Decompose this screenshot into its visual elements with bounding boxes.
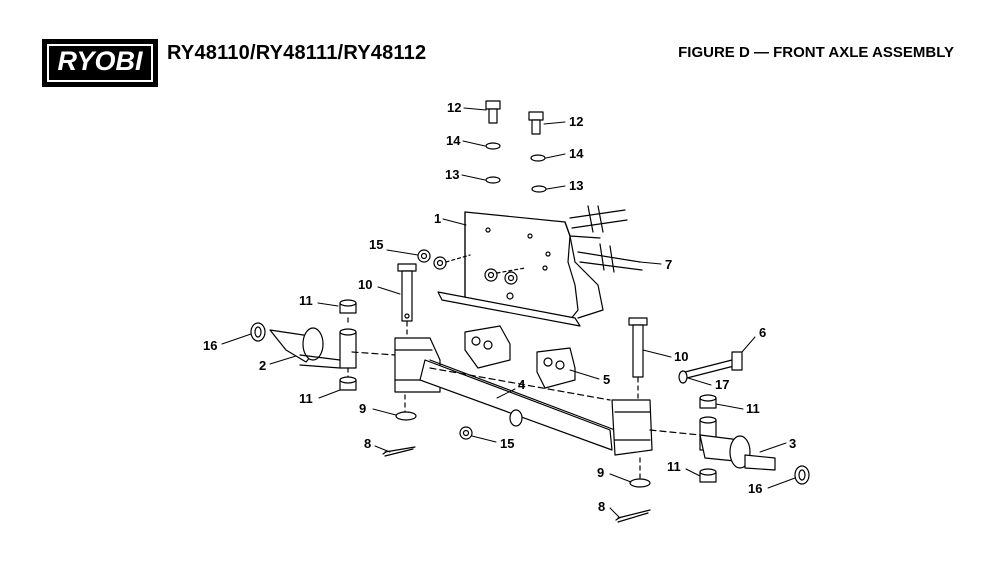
part-11-bushing-bottom-left <box>339 376 357 391</box>
callout-5: 5 <box>603 372 610 387</box>
logo-text: RYOBI <box>57 46 143 76</box>
part-8-cotter-pin-right <box>615 509 651 523</box>
part-12-bolt-right <box>528 111 544 135</box>
callout-10-left: 10 <box>358 277 372 292</box>
callout-2: 2 <box>259 358 266 373</box>
part-1-axle-bracket <box>437 211 604 327</box>
callout-4: 4 <box>518 377 526 392</box>
callout-9-right: 9 <box>597 465 604 480</box>
callout-11-top-left: 11 <box>299 293 313 308</box>
callout-14-left: 14 <box>446 133 461 148</box>
callout-16-left: 16 <box>203 338 217 353</box>
callout-12-right: 12 <box>569 114 583 129</box>
part-11-bushing-top-left <box>339 299 357 314</box>
callout-11-bottom-left: 11 <box>299 391 313 406</box>
part-9-washer-left <box>395 411 417 421</box>
part-11-bushing-top-right <box>699 394 717 409</box>
callout-8-right: 8 <box>598 499 605 514</box>
callout-1: 1 <box>434 211 441 226</box>
part-15-nut-bottom <box>459 426 473 440</box>
part-5-spacers <box>464 325 576 389</box>
callout-6: 6 <box>759 325 766 340</box>
part-13-lockwasher-right <box>531 185 547 193</box>
part-4-front-axle <box>394 337 653 456</box>
callout-3: 3 <box>789 436 796 451</box>
part-10-pin-right <box>628 317 648 378</box>
part-2-spindle-left <box>250 322 357 369</box>
callout-9-left: 9 <box>359 401 366 416</box>
callout-7: 7 <box>665 257 672 272</box>
part-15-nuts-top <box>417 249 518 285</box>
callout-15-bottom: 15 <box>500 436 514 451</box>
part-12-bolt-left <box>485 100 501 124</box>
part-7-bolts <box>569 205 643 273</box>
part-6-bolt <box>684 351 743 379</box>
part-3-spindle-right <box>699 416 810 485</box>
logo-border <box>47 44 153 82</box>
callout-15-top: 15 <box>369 237 383 252</box>
callout-11-top-right: 11 <box>746 401 760 416</box>
model-numbers: RY48110/RY48111/RY48112 <box>167 42 427 64</box>
part-8-cotter-pin-left <box>382 446 416 457</box>
part-14-washer-left <box>485 142 501 150</box>
ryobi-logo: RYOBI <box>42 39 158 87</box>
part-9-washer-right <box>629 478 651 488</box>
part-14-washer-right <box>530 154 546 162</box>
callout-10-right: 10 <box>674 349 688 364</box>
part-17-washer <box>678 370 688 384</box>
leader-lines <box>221 107 796 519</box>
callout-8-left: 8 <box>364 436 371 451</box>
part-13-lockwasher-left <box>485 176 501 184</box>
callout-13-left: 13 <box>445 167 459 182</box>
callout-12-left: 12 <box>447 100 461 115</box>
callout-13-right: 13 <box>569 178 583 193</box>
callout-11-bottom-right: 11 <box>667 459 681 474</box>
callout-16-right: 16 <box>748 481 762 496</box>
figure-title: FIGURE D — FRONT AXLE ASSEMBLY <box>678 44 954 61</box>
callout-14-right: 14 <box>569 146 584 161</box>
part-10-pin-left <box>397 263 417 322</box>
callout-17: 17 <box>715 377 729 392</box>
part-11-bushing-bottom-right <box>699 468 717 483</box>
